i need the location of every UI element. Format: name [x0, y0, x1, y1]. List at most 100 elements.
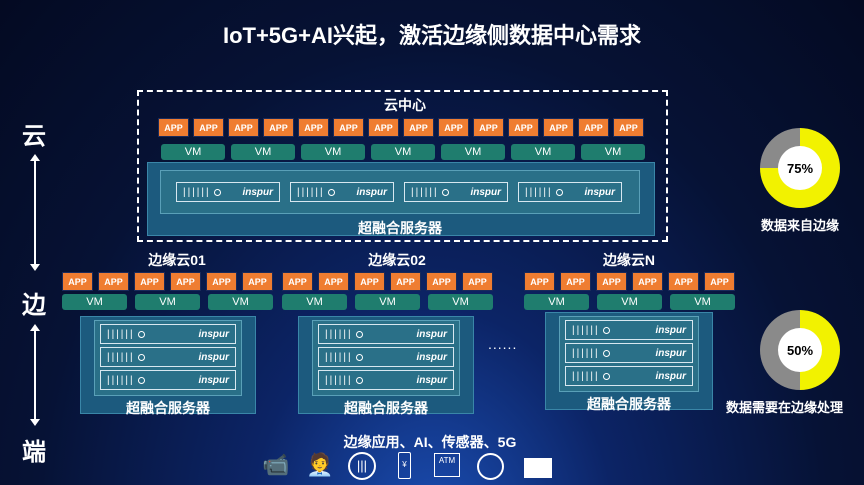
- drive-bays: ||||||: [325, 374, 353, 386]
- drive-bays: ||||||: [572, 370, 600, 382]
- server-unit: ||||||inspur: [565, 343, 693, 363]
- brand-logo: inspur: [198, 328, 229, 340]
- power-icon: [555, 188, 563, 196]
- vm-box: VM: [371, 144, 435, 160]
- app-box: APP: [524, 272, 555, 291]
- vm-box: VM: [282, 294, 347, 310]
- vm-box: VM: [355, 294, 420, 310]
- server-unit: ||||||inspur: [518, 182, 622, 202]
- brand-logo: inspur: [584, 186, 615, 198]
- power-icon: [602, 349, 610, 357]
- vm-box: VM: [581, 144, 645, 160]
- server-unit: |||||| inspur: [290, 182, 394, 202]
- vm-box: VM: [62, 294, 127, 310]
- brand-logo: inspur: [416, 351, 447, 363]
- app-box: APP: [228, 118, 259, 137]
- power-icon: [602, 326, 610, 334]
- voice-icon: |||: [348, 452, 376, 480]
- brand-logo: inspur: [356, 186, 387, 198]
- vm-box: VM: [511, 144, 575, 160]
- drive-bays: ||||||: [572, 324, 600, 336]
- brand-logo: inspur: [655, 370, 686, 382]
- app-box: APP: [543, 118, 574, 137]
- app-box: APP: [438, 118, 469, 137]
- app-box: APP: [263, 118, 294, 137]
- app-box: APP: [354, 272, 385, 291]
- app-box: APP: [560, 272, 591, 291]
- power-icon: [355, 330, 363, 338]
- donut-label: 数据来自边缘: [760, 218, 839, 233]
- server-cluster-label: 超融合服务器: [344, 400, 428, 416]
- brand-logo: inspur: [655, 324, 686, 336]
- vm-box: VM: [161, 144, 225, 160]
- brand-logo: inspur: [416, 328, 447, 340]
- server-unit: |||||| inspur: [565, 320, 693, 340]
- donut-chart-edge-origin: 75%: [760, 128, 840, 208]
- page-title: IoT+5G+AI兴起，激活边缘侧数据中心需求: [222, 23, 642, 48]
- server-cluster-label: 超融合服务器: [126, 400, 210, 416]
- server-unit: |||||| inspur: [100, 324, 236, 344]
- server-unit: |||||| inspur: [318, 347, 454, 367]
- power-icon: [602, 372, 610, 380]
- power-icon: [137, 353, 145, 361]
- server-cluster-label: 超融合服务器: [358, 220, 442, 236]
- vm-box: VM: [301, 144, 365, 160]
- app-box: APP: [98, 272, 129, 291]
- app-box: APP: [390, 272, 421, 291]
- brand-logo: inspur: [416, 374, 447, 386]
- drive-bays: ||||||: [411, 186, 439, 198]
- donut-label: 数据需要在边缘处理: [726, 400, 844, 415]
- app-box: APP: [298, 118, 329, 137]
- brand-logo: inspur: [198, 351, 229, 363]
- app-box: APP: [318, 272, 349, 291]
- drive-bays: ||||||: [325, 351, 353, 363]
- bottom-caption: 边缘应用、AI、传感器、5G: [343, 434, 517, 450]
- atm-icon: ATM: [434, 453, 460, 477]
- vm-box: VM: [231, 144, 295, 160]
- server-rack: [559, 316, 699, 392]
- app-box: APP: [613, 118, 644, 137]
- drive-bays: ||||||: [107, 374, 135, 386]
- power-icon: [441, 188, 449, 196]
- server-unit: ||||||inspur: [176, 182, 280, 202]
- power-icon: [213, 188, 221, 196]
- server-cluster-label: 超融合服务器: [587, 396, 671, 412]
- drive-bays: ||||||: [107, 351, 135, 363]
- vm-box: VM: [524, 294, 589, 310]
- label-edge: 边: [22, 292, 46, 319]
- ellipsis: ......: [488, 336, 518, 352]
- power-icon: [137, 376, 145, 384]
- card-icon: [524, 458, 552, 478]
- drive-bays: ||||||: [297, 186, 325, 198]
- donut-chart-edge-processing: 50%: [760, 310, 840, 390]
- mobile-payment-icon: ¥: [398, 452, 411, 479]
- drive-bays: ||||||: [107, 328, 135, 340]
- label-cloud: 云: [22, 123, 46, 150]
- server-rack: [312, 320, 460, 396]
- app-box: APP: [426, 272, 457, 291]
- brand-logo: inspur: [198, 374, 229, 386]
- vm-box: VM: [135, 294, 200, 310]
- drive-bays: ||||||: [572, 347, 600, 359]
- vm-box: VM: [441, 144, 505, 160]
- app-box: APP: [206, 272, 237, 291]
- donut-value: 50%: [778, 328, 822, 372]
- server-unit: |||||| inspur: [565, 366, 693, 386]
- app-box: APP: [704, 272, 735, 291]
- power-icon: [355, 376, 363, 384]
- arrow-icon: [30, 324, 40, 426]
- power-icon: [137, 330, 145, 338]
- edge-cloud-title: 边缘云01: [148, 252, 206, 268]
- app-box: APP: [596, 272, 627, 291]
- brand-logo: inspur: [242, 186, 273, 198]
- app-box: APP: [193, 118, 224, 137]
- app-box: APP: [508, 118, 539, 137]
- power-icon: [327, 188, 335, 196]
- app-box: APP: [462, 272, 493, 291]
- arrow-icon: [30, 154, 40, 271]
- camera-icon: 📹: [262, 452, 290, 477]
- app-box: APP: [578, 118, 609, 137]
- kiosk-icon: 🧑‍💼: [306, 452, 334, 477]
- app-box: APP: [368, 118, 399, 137]
- app-box: APP: [473, 118, 504, 137]
